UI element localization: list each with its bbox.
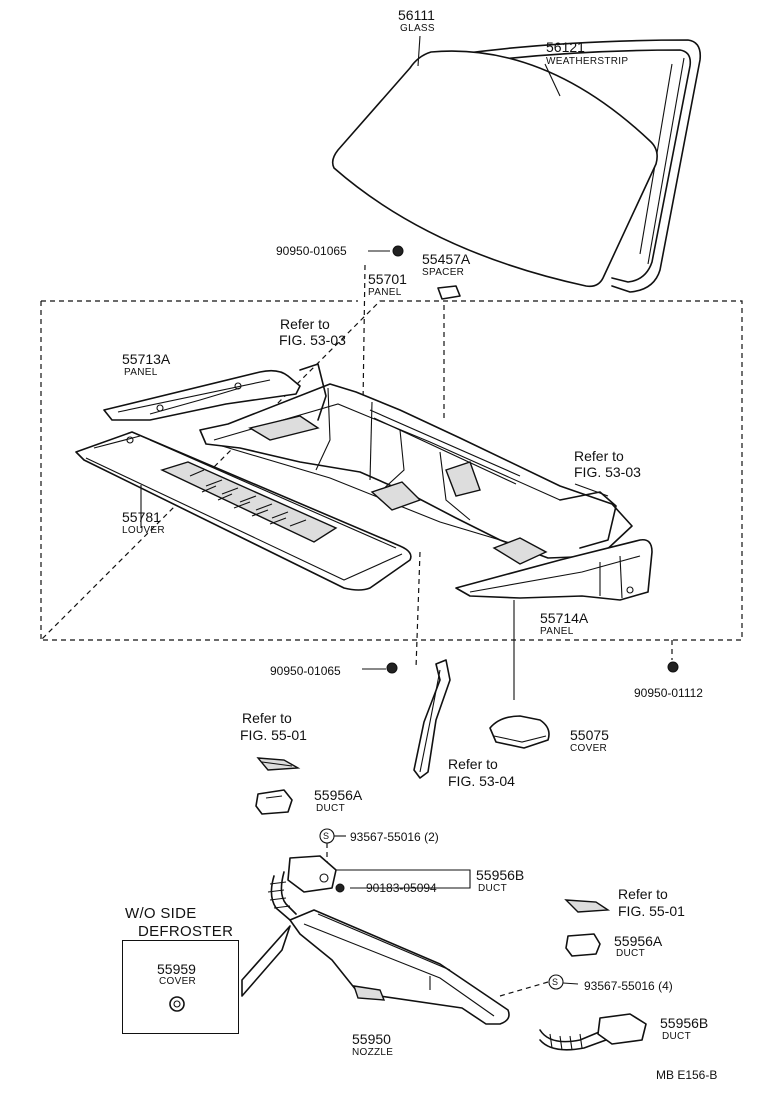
- duct-tip-right-drawing: [564, 899, 611, 913]
- duct-b-lower-drawing: [539, 1013, 647, 1051]
- nozzle-number: 55950: [352, 1031, 391, 1047]
- ref-fig5501-right-line1: Refer to: [618, 886, 668, 902]
- louver-drawing: [75, 431, 412, 591]
- spacer-number: 55457A: [422, 251, 471, 267]
- louver-number: 55781: [122, 509, 161, 525]
- ref-fig5304-line1: Refer to: [448, 756, 498, 772]
- duct-a-right-name: DUCT: [616, 948, 645, 959]
- panel-main-number: 55701: [368, 271, 407, 287]
- panel-right-name: PANEL: [540, 626, 574, 637]
- duct-a-left-number: 55956A: [314, 787, 363, 803]
- ref-fig5304-line2: FIG. 53-04: [448, 773, 515, 789]
- duct-b-lower-name: DUCT: [662, 1031, 691, 1042]
- duct-a-left-name: DUCT: [316, 803, 345, 814]
- duct-a-left-drawing: [255, 789, 293, 815]
- panel-left-number: 55713A: [122, 351, 171, 367]
- cover-small-name: COVER: [159, 976, 197, 987]
- panel-right-number: 55714A: [540, 610, 589, 626]
- spacer-drawing: [437, 285, 461, 300]
- bolt-upper-number: 90950-01065: [276, 244, 347, 258]
- footer-code: MB E156-B: [656, 1068, 718, 1082]
- bracket-rod-drawing: [413, 659, 451, 779]
- duct-a-right-drawing: [565, 933, 601, 957]
- weatherstrip-number: 56121: [546, 39, 585, 55]
- panel-right-drawing: [455, 538, 653, 601]
- screw-4-number: 93567-55016 (4): [584, 979, 673, 993]
- cover-right-drawing: [489, 715, 550, 749]
- bolt-lower-number: 90950-01065: [270, 664, 341, 678]
- ref-fig5303-right-line2: FIG. 53-03: [574, 464, 641, 480]
- glass-name: GLASS: [400, 23, 435, 34]
- ref-fig5501-right-line2: FIG. 55-01: [618, 903, 685, 919]
- cover-right-name: COVER: [570, 743, 608, 754]
- inset-arrow-drawing: [241, 925, 291, 997]
- screw-upper-s: S: [323, 831, 330, 841]
- bolt-upper-drawing: [368, 245, 404, 257]
- nozzle-name: NOZZLE: [352, 1047, 394, 1058]
- ref-fig5303-left-line1: Refer to: [280, 316, 330, 332]
- ref-fig5303-right-line1: Refer to: [574, 448, 624, 464]
- weatherstrip-name: WEATHERSTRIP: [546, 56, 629, 67]
- inset-title-line2: DEFROSTER: [138, 923, 234, 940]
- nozzle-drawing: [289, 909, 510, 1025]
- cover-small-number: 55959: [157, 961, 196, 977]
- duct-a-right-number: 55956A: [614, 933, 663, 949]
- duct-tip-left-drawing: [256, 757, 301, 771]
- panel-main-drawing: [199, 363, 633, 565]
- screw-2-number: 93567-55016 (2): [350, 830, 439, 844]
- bolt-right-number: 90950-01112: [634, 686, 703, 700]
- inset-title-line1: W/O SIDE: [125, 905, 197, 922]
- cover-right-number: 55075: [570, 727, 609, 743]
- duct-b-lower-number: 55956B: [660, 1015, 709, 1031]
- glass-drawing: [331, 50, 658, 288]
- screw-lower-s: S: [552, 977, 559, 987]
- duct-b-upper-drawing: [267, 855, 471, 921]
- inset-box: [122, 940, 239, 1034]
- panel-left-name: PANEL: [124, 367, 158, 378]
- nut-number: 90183-05094: [366, 881, 437, 895]
- ref-fig5303-left-line2: FIG. 53-03: [279, 332, 346, 348]
- screw-lower-symbol: [548, 974, 579, 990]
- bolt-lower-drawing: [362, 662, 398, 674]
- ref-fig5501-left-line1: Refer to: [242, 710, 292, 726]
- cover-small-drawing: [169, 996, 185, 1012]
- duct-b-upper-number: 55956B: [476, 867, 525, 883]
- glass-number: 56111: [398, 7, 435, 23]
- duct-b-upper-name: DUCT: [478, 883, 507, 894]
- bolt-right-drawing: [667, 661, 679, 673]
- ref-fig5501-left-line2: FIG. 55-01: [240, 727, 307, 743]
- panel-main-name: PANEL: [368, 287, 402, 298]
- louver-name: LOUVER: [122, 525, 165, 536]
- spacer-name: SPACER: [422, 267, 465, 278]
- panel-left-drawing: [103, 369, 301, 421]
